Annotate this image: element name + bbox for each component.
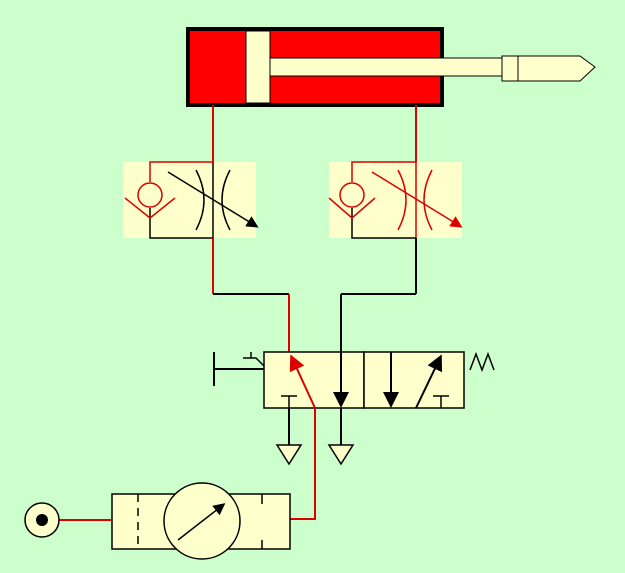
one-way-flow-control-right xyxy=(328,161,463,239)
cylinder-piston xyxy=(245,30,271,104)
exhaust-icon xyxy=(327,444,355,466)
one-way-flow-control-left xyxy=(123,161,259,239)
spring-return-icon xyxy=(469,351,495,373)
exhaust-ports xyxy=(275,408,355,466)
pressure-source-icon xyxy=(24,502,60,538)
pushbutton-actuator-icon xyxy=(213,352,265,386)
pressure-gauge-icon xyxy=(163,482,241,560)
exhaust-icon xyxy=(275,444,303,466)
filter-regulator-unit xyxy=(111,482,291,560)
rod-end-icon xyxy=(501,55,596,82)
throttle-icon xyxy=(371,169,463,231)
check-valve-icon xyxy=(124,182,176,219)
supply-line xyxy=(290,408,316,520)
working-lines xyxy=(212,238,417,352)
double-acting-cylinder xyxy=(186,27,596,107)
piston-rod xyxy=(269,57,503,77)
pressure-lines-upper xyxy=(212,105,417,162)
check-valve-icon xyxy=(328,182,376,219)
throttle-icon xyxy=(167,169,259,231)
directional-control-valve-5-2 xyxy=(213,351,495,409)
